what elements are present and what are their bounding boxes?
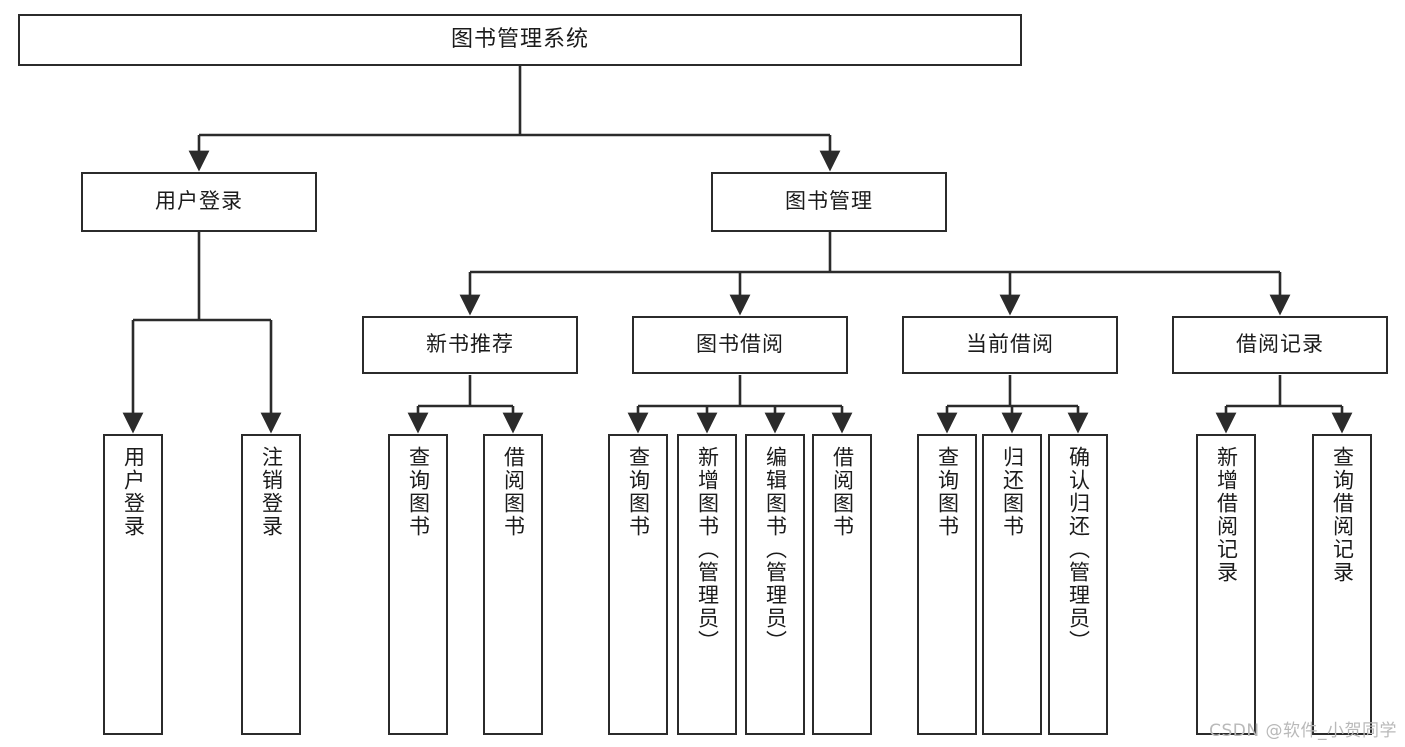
- node-label: 新增借阅记录: [1214, 446, 1239, 584]
- node-new-book-recommendation[interactable]: 新书推荐: [362, 316, 578, 374]
- leaf-borrow-record-add[interactable]: 新增借阅记录: [1196, 434, 1256, 735]
- node-book-borrowing[interactable]: 图书借阅: [632, 316, 848, 374]
- node-label: 查询借阅记录: [1330, 446, 1355, 584]
- leaf-book-borrow-edit[interactable]: 编辑图书（管理员）: [745, 434, 805, 735]
- node-label: 当前借阅: [966, 332, 1054, 357]
- node-label: 新书推荐: [426, 332, 514, 357]
- leaf-new-book-query[interactable]: 查询图书: [388, 434, 448, 735]
- csdn-watermark: CSDN @软件_小贺同学: [1209, 721, 1397, 741]
- leaf-current-borrow-return[interactable]: 归还图书: [982, 434, 1042, 735]
- leaf-book-borrow-borrow[interactable]: 借阅图书: [812, 434, 872, 735]
- node-label: 图书管理: [785, 189, 873, 214]
- node-user-login[interactable]: 用户登录: [81, 172, 317, 232]
- node-label: 编辑图书（管理员）: [763, 446, 788, 653]
- node-borrowing-record[interactable]: 借阅记录: [1172, 316, 1388, 374]
- leaf-current-borrow-confirm-return[interactable]: 确认归还（管理员）: [1048, 434, 1108, 735]
- node-label: 查询图书: [935, 446, 960, 538]
- node-label: 归还图书: [1000, 446, 1025, 538]
- node-book-management[interactable]: 图书管理: [711, 172, 947, 232]
- node-label: 借阅记录: [1236, 332, 1324, 357]
- node-label: 图书管理系统: [450, 26, 589, 52]
- node-label: 确认归还（管理员）: [1066, 446, 1091, 653]
- leaf-new-book-borrow[interactable]: 借阅图书: [483, 434, 543, 735]
- node-label: 查询图书: [406, 446, 431, 538]
- node-label: 借阅图书: [501, 446, 526, 538]
- node-label: 用户登录: [155, 189, 243, 214]
- node-label: 用户登录: [121, 446, 146, 538]
- leaf-book-borrow-query[interactable]: 查询图书: [608, 434, 668, 735]
- leaf-borrow-record-query[interactable]: 查询借阅记录: [1312, 434, 1372, 735]
- leaf-user-login-signout[interactable]: 注销登录: [241, 434, 301, 735]
- node-current-borrowing[interactable]: 当前借阅: [902, 316, 1118, 374]
- node-label: 图书借阅: [696, 332, 784, 357]
- leaf-book-borrow-add[interactable]: 新增图书（管理员）: [677, 434, 737, 735]
- node-label: 借阅图书: [830, 446, 855, 538]
- node-label: 新增图书（管理员）: [695, 446, 720, 653]
- node-root-library-system[interactable]: 图书管理系统: [18, 14, 1022, 66]
- node-label: 注销登录: [259, 446, 284, 538]
- node-label: 查询图书: [626, 446, 651, 538]
- leaf-current-borrow-query[interactable]: 查询图书: [917, 434, 977, 735]
- leaf-user-login-signin[interactable]: 用户登录: [103, 434, 163, 735]
